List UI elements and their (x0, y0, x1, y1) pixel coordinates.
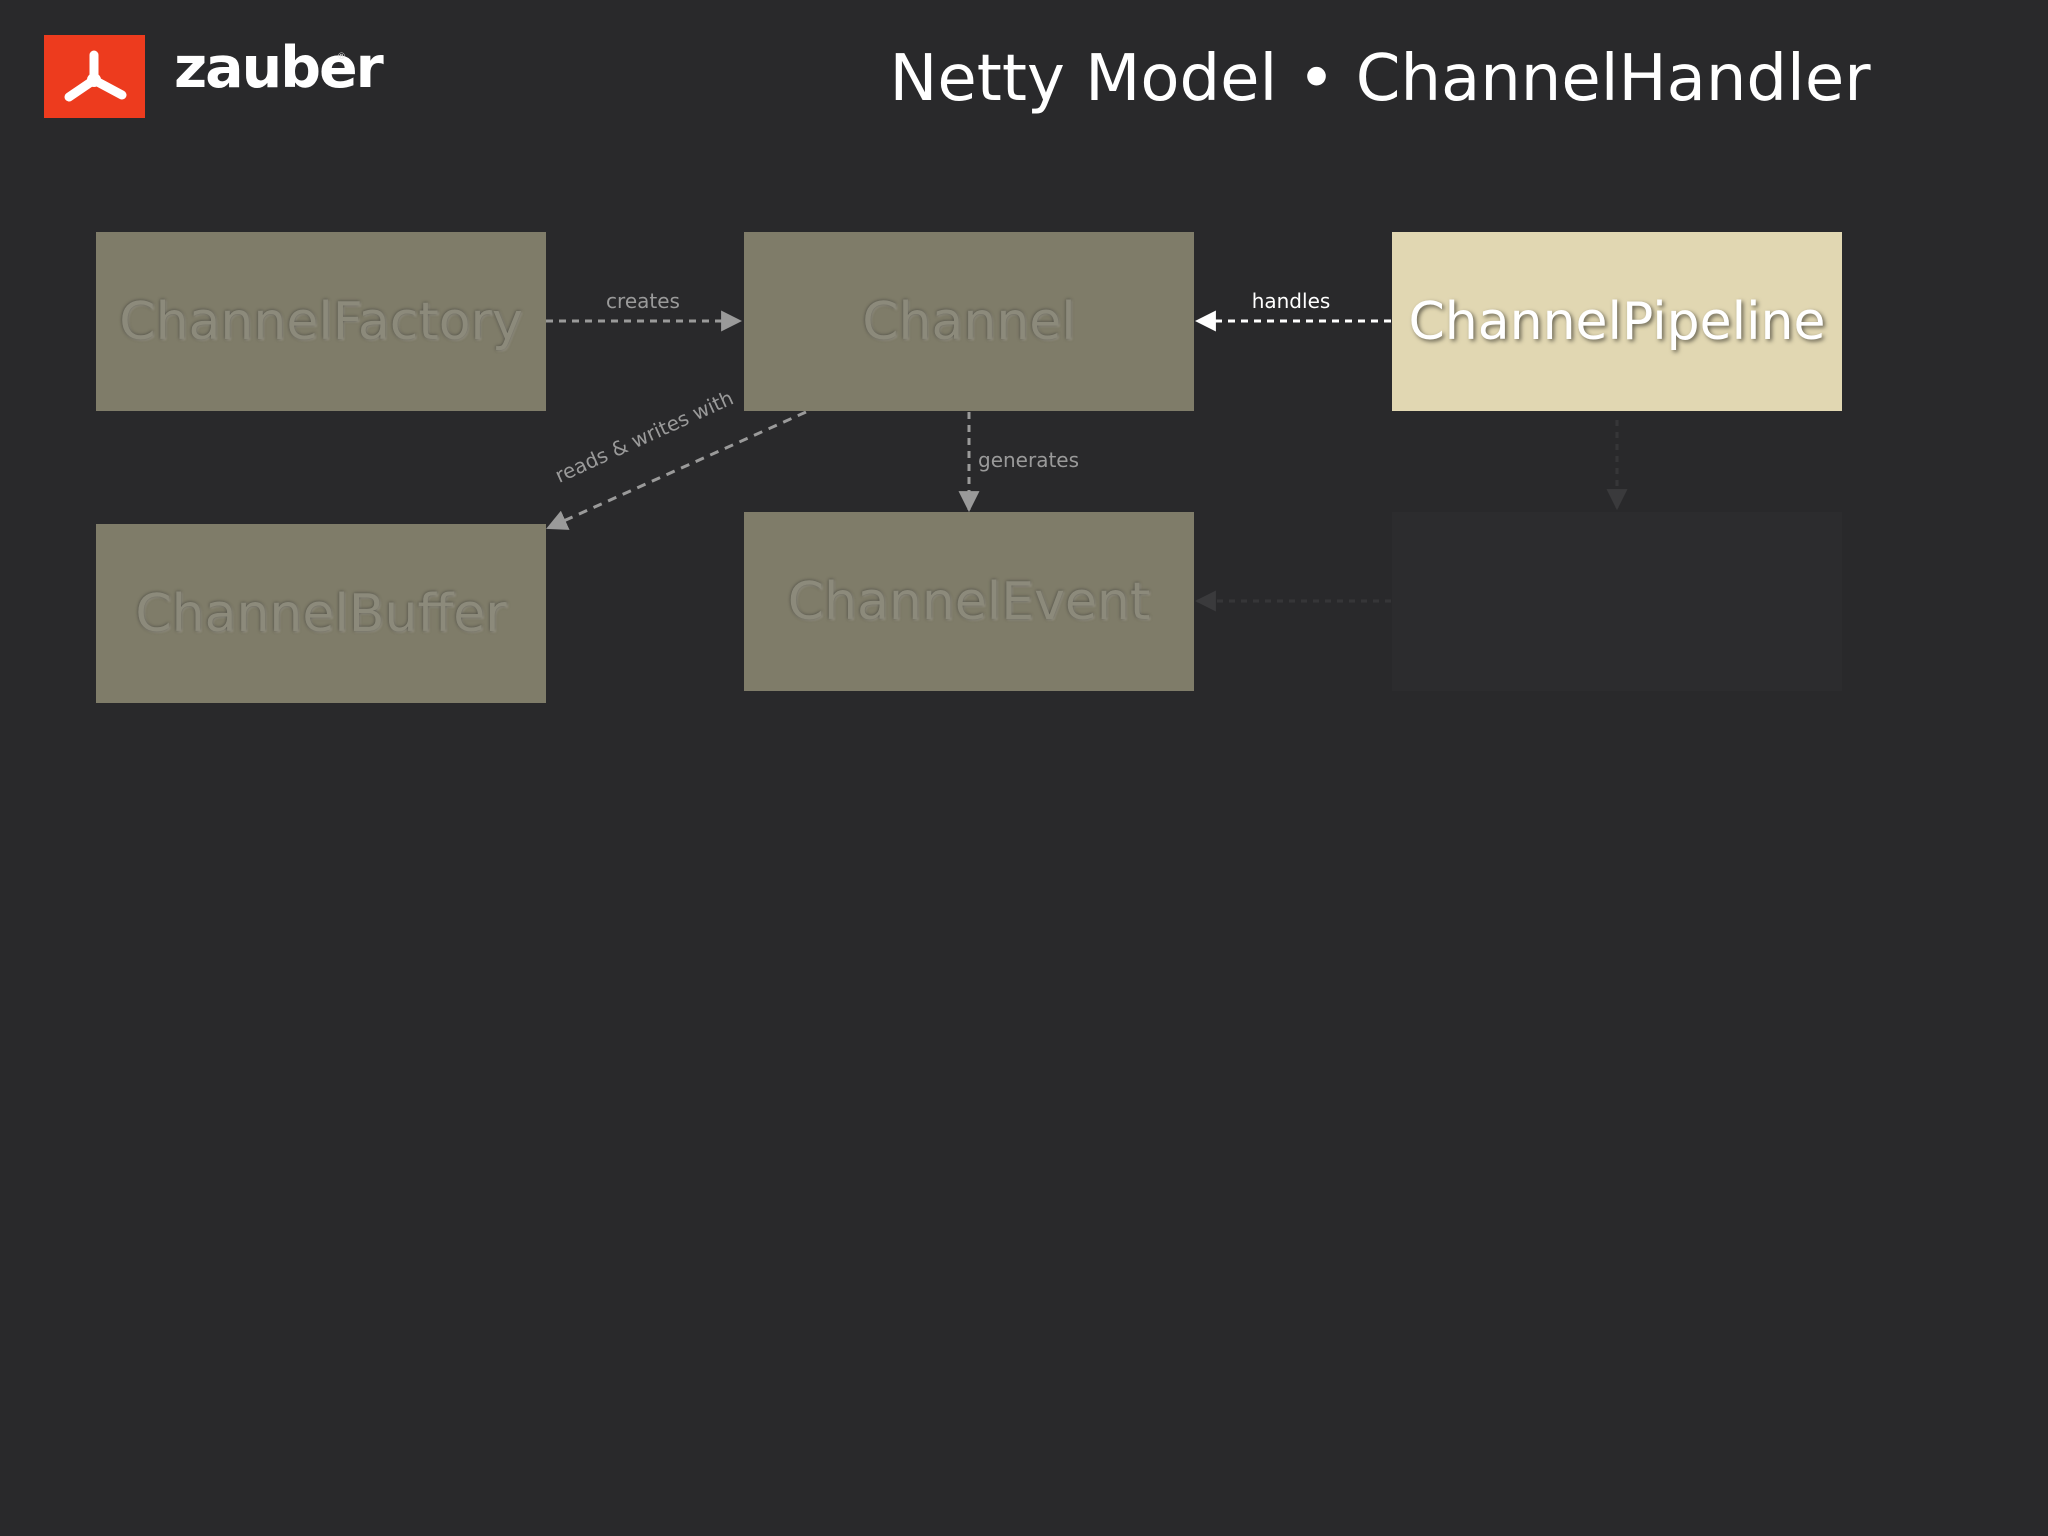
node-channel: Channel (744, 232, 1194, 411)
node-hidden-placeholder (1392, 512, 1842, 691)
node-channel-factory: ChannelFactory (96, 232, 546, 411)
edge-label-reads-writes: reads & writes with (551, 386, 737, 488)
node-channel-pipeline: ChannelPipeline (1392, 232, 1842, 411)
slide-title: Netty Model • ChannelHandler (889, 42, 1871, 116)
edge-label-handles: handles (1252, 289, 1331, 313)
brand-name: zauber (174, 35, 384, 101)
edge-label-creates: creates (606, 289, 680, 313)
node-channel-buffer: ChannelBuffer (96, 524, 546, 703)
trademark-mark: ® (337, 52, 346, 62)
zauber-logo-icon (44, 35, 145, 118)
edge-label-generates: generates (978, 448, 1079, 472)
node-channel-event: ChannelEvent (744, 512, 1194, 691)
